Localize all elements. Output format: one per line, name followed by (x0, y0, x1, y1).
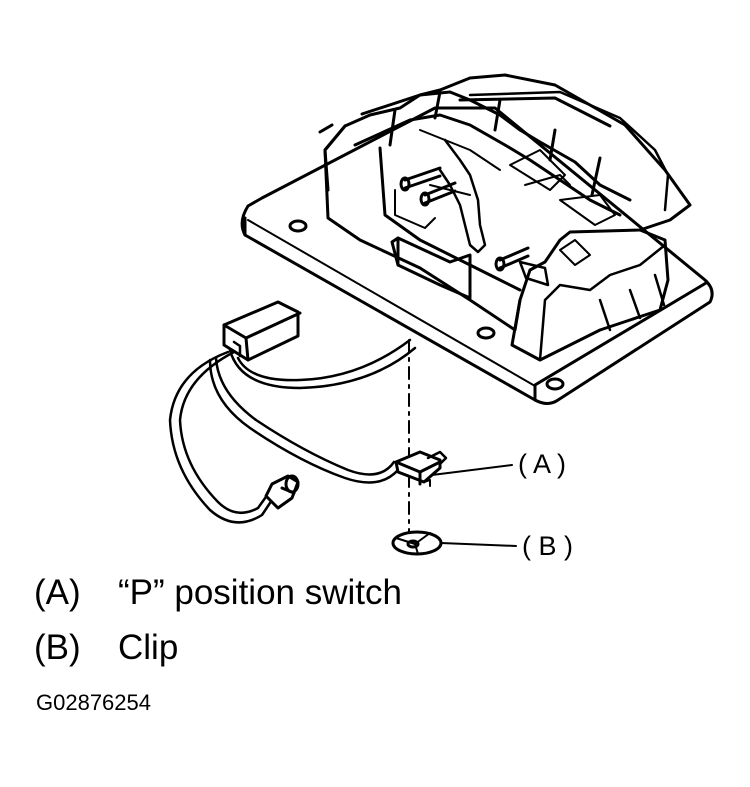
callout-b-leader (440, 542, 517, 547)
legend-row-b: (B) Clip (34, 630, 178, 665)
connector-harness (168, 300, 417, 524)
callout-a-label: ( A ) (518, 449, 567, 479)
shifter-housing (323, 73, 692, 362)
legend-text-a: “P” position switch (118, 573, 402, 612)
legend-key-a: (A) (34, 573, 81, 612)
legend-row-a: (A) “P” position switch (34, 575, 402, 610)
pins (399, 166, 530, 272)
callout-b-label: ( B ) (522, 531, 573, 561)
shift-lever-assembly-diagram (168, 73, 714, 556)
clip (391, 530, 443, 556)
figure-id: G02876254 (36, 690, 151, 715)
callout-a-leader (431, 464, 513, 476)
legend-key-b: (B) (34, 628, 81, 667)
base-plate (240, 106, 714, 405)
legend-text-b: Clip (118, 628, 179, 667)
p-position-switch (394, 450, 448, 487)
